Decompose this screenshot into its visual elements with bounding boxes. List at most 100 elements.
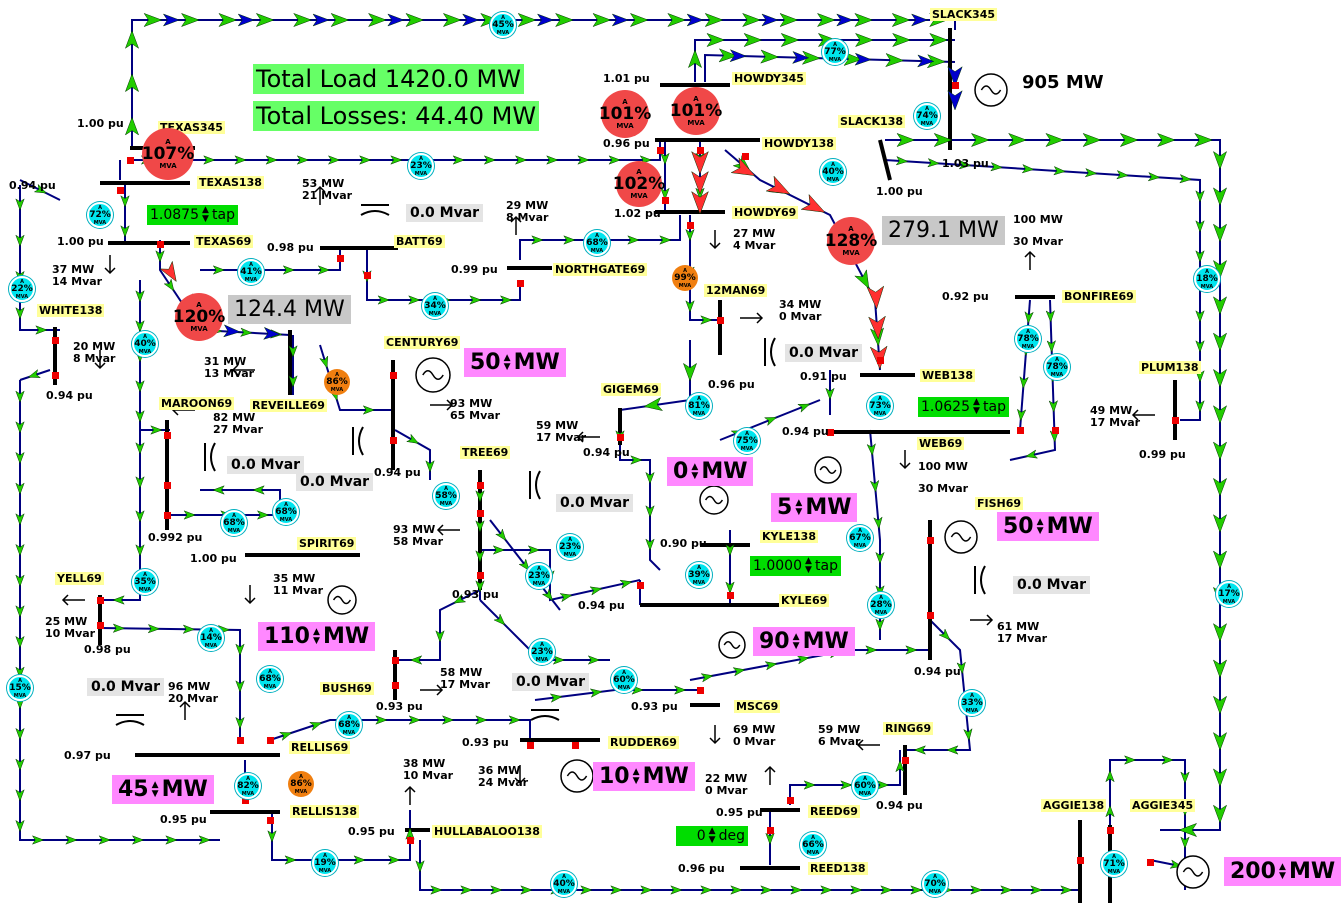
bus-label-slack345[interactable]: SLACK345 (930, 8, 997, 21)
bus-label-rellis69[interactable]: RELLIS69 (289, 741, 350, 754)
bus-label-slack138[interactable]: SLACK138 (838, 115, 905, 128)
bus-label-hullabaloo138[interactable]: HULLABALOO138 (432, 825, 542, 838)
tap-spinner-icon[interactable]: ▲▼ (804, 557, 813, 575)
bus-label-aggie138[interactable]: AGGIE138 (1041, 799, 1106, 812)
bus-label-reed69[interactable]: REED69 (808, 805, 860, 818)
cap-mvar-maroon[interactable]: 0.0 Mvar (227, 456, 304, 474)
mw-spinner-icon[interactable]: ▲▼ (151, 781, 160, 799)
bus-label-howdy69[interactable]: HOWDY69 (732, 206, 798, 219)
bus-label-web138[interactable]: WEB138 (920, 369, 975, 382)
mw-spinner-icon[interactable]: ▲▼ (794, 499, 803, 517)
bus-label-aggie345[interactable]: AGGIE345 (1130, 799, 1195, 812)
bus-label-plum138[interactable]: PLUM138 (1139, 361, 1201, 374)
bus-label-kyle138[interactable]: KYLE138 (760, 530, 818, 543)
gen-control-gigem[interactable]: 0▲▼MW (667, 457, 753, 486)
tap-control-web[interactable]: 1.0625▲▼tap (918, 397, 1009, 417)
bus-label-fish69[interactable]: FISH69 (975, 497, 1023, 510)
bus-label-rellis138[interactable]: RELLIS138 (290, 805, 359, 818)
bus-label-kyle69[interactable]: KYLE69 (779, 594, 829, 607)
gen-control-century[interactable]: 50▲▼MW (464, 348, 566, 377)
bus-label-yell69[interactable]: YELL69 (55, 572, 104, 585)
bus-label-texas69[interactable]: TEXAS69 (194, 235, 253, 248)
cap-mvar-fish[interactable]: 0.0 Mvar (1013, 576, 1090, 594)
bus-label-batt69[interactable]: BATT69 (394, 235, 445, 248)
bus-label-12man69[interactable]: 12MAN69 (704, 284, 767, 297)
gen-control-rellis[interactable]: 45▲▼MW (112, 775, 214, 804)
tap-control-kyle[interactable]: 1.0000▲▼tap (750, 556, 841, 576)
bus-label-ring69[interactable]: RING69 (883, 722, 933, 735)
bus-label-maroon69[interactable]: MAROON69 (159, 397, 234, 410)
mw-spinner-icon[interactable]: ▲▼ (690, 463, 699, 481)
cap-mvar-rudder[interactable]: 0.0 Mvar (512, 673, 589, 691)
gen-control-kyle[interactable]: 5▲▼MW (771, 493, 857, 522)
bus-label-texas138[interactable]: TEXAS138 (197, 176, 264, 189)
angle-spinner-icon[interactable]: ▲▼ (708, 827, 717, 845)
bus-label-white138[interactable]: WHITE138 (37, 304, 104, 317)
cap-mvar-tree[interactable]: 0.0 Mvar (556, 494, 633, 512)
bus-label-reed138[interactable]: REED138 (808, 862, 868, 875)
bus-label-spirit69[interactable]: SPIRIT69 (297, 537, 356, 550)
cap-mvar-rellis[interactable]: 0.0 Mvar (87, 678, 164, 696)
bus-label-rudder69[interactable]: RUDDER69 (608, 736, 679, 749)
gen-control-kyle69[interactable]: 90▲▼MW (753, 627, 855, 656)
mw-spinner-icon[interactable]: ▲▼ (503, 354, 512, 372)
flow-howdy69-web138[interactable]: 279.1 MW (882, 216, 1005, 245)
gen-control-spirit[interactable]: 110▲▼MW (258, 622, 375, 651)
bus-label-howdy345[interactable]: HOWDY345 (732, 72, 806, 85)
bus-label-bush69[interactable]: BUSH69 (320, 682, 374, 695)
tap-control-texas[interactable]: 1.0875▲▼tap (147, 205, 238, 225)
flow-texas69-reveille69[interactable]: 124.4 MW (228, 295, 351, 324)
tap-spinner-icon[interactable]: ▲▼ (201, 206, 210, 224)
mw-spinner-icon[interactable]: ▲▼ (632, 768, 641, 786)
bus-label-northgate69[interactable]: NORTHGATE69 (553, 263, 647, 276)
gen-control-aggie[interactable]: 200▲▼MW (1224, 857, 1341, 886)
phase-shifter-control[interactable]: 0▲▼deg (676, 826, 748, 846)
cap-mvar-century[interactable]: 0.0 Mvar (296, 473, 373, 491)
cap-mvar-12man[interactable]: 0.0 Mvar (785, 344, 862, 362)
bus-label-howdy138[interactable]: HOWDY138 (762, 137, 836, 150)
bus-label-gigem69[interactable]: GIGEM69 (601, 383, 661, 396)
bus-label-web69[interactable]: WEB69 (917, 437, 964, 450)
bus-label-reveille69[interactable]: REVEILLE69 (250, 399, 327, 412)
mw-spinner-icon[interactable]: ▲▼ (312, 628, 321, 646)
cap-mvar-batt[interactable]: 0.0 Mvar (406, 204, 483, 222)
mw-spinner-icon[interactable]: ▲▼ (1036, 518, 1045, 536)
